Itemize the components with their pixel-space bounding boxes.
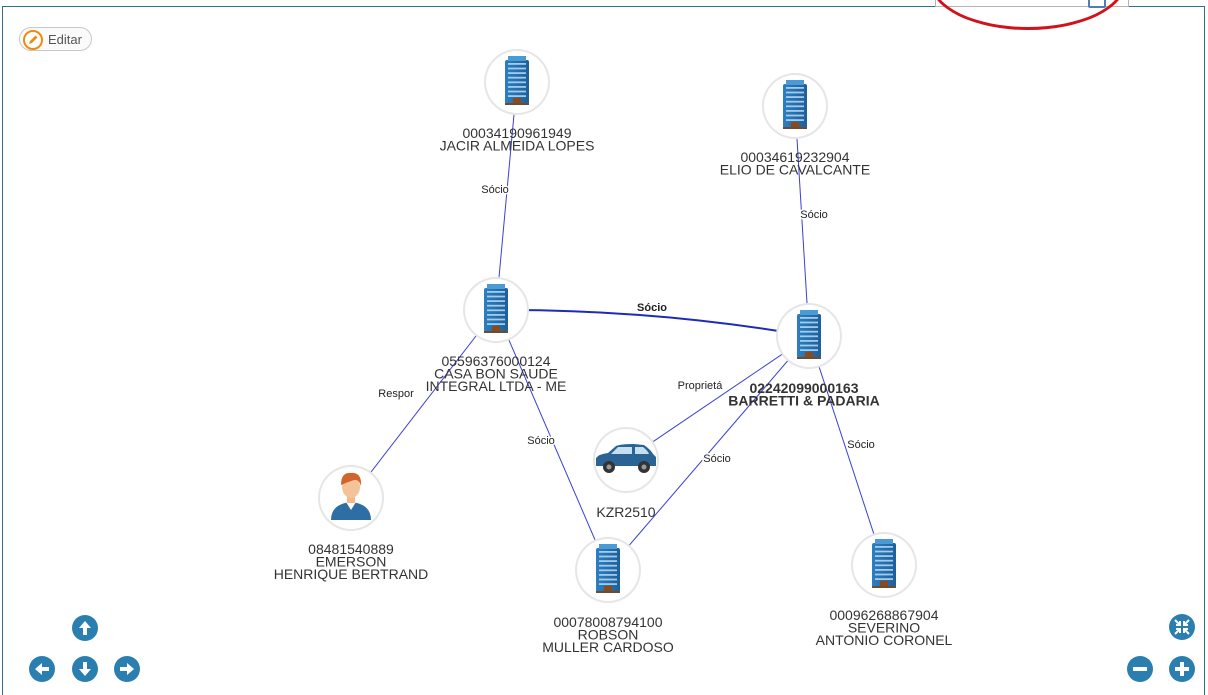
- edge-label: Sócio: [481, 184, 509, 196]
- graph-node-vehicle[interactable]: KZR2510: [593, 427, 659, 520]
- pan-left-button[interactable]: [29, 656, 55, 682]
- edge-label: Respor: [378, 388, 414, 400]
- arrow-up-icon: [79, 621, 91, 635]
- car-icon: [596, 444, 656, 473]
- node-label-line: 00078008794100: [553, 614, 662, 630]
- building-icon: [872, 539, 896, 588]
- edge-label: Proprietá: [678, 380, 724, 392]
- building-icon: [484, 284, 508, 333]
- graph-canvas-frame: [2, 6, 1205, 695]
- edit-button-label: Editar: [48, 32, 82, 47]
- pan-down-button[interactable]: [72, 656, 98, 682]
- pan-up-button[interactable]: [72, 615, 98, 641]
- pan-right-button[interactable]: [114, 656, 140, 682]
- node-label-line: 05596376000124: [441, 353, 550, 369]
- person-icon: [331, 472, 371, 520]
- node-label-line: ROBSON: [578, 627, 639, 643]
- edge-label: Sócio: [527, 435, 555, 447]
- node-label-line: ELIO DE CAVALCANTE: [720, 162, 870, 178]
- node-label-line: CASA BON SAUDE: [434, 366, 558, 382]
- building-icon: [596, 544, 620, 593]
- plus-icon: [1175, 662, 1189, 676]
- building-icon: [783, 80, 807, 129]
- node-label-line: SEVERINO: [848, 620, 920, 636]
- edge-n1-n3[interactable]: [495, 81, 518, 311]
- edge-n3-n7[interactable]: [495, 309, 609, 571]
- edit-button[interactable]: Editar: [19, 27, 92, 51]
- node-label-line: JACIR ALMEIDA LOPES: [440, 138, 595, 154]
- arrow-left-icon: [35, 663, 49, 675]
- edge-label: Sócio: [703, 453, 731, 465]
- node-label-line: 00034619232904: [740, 149, 849, 165]
- compress-icon: [1174, 619, 1190, 635]
- node-label-line: KZR2510: [596, 504, 655, 520]
- node-label-line: 00096268867904: [829, 607, 938, 623]
- minus-icon: [1133, 667, 1147, 671]
- edge-n3-n4[interactable]: [495, 308, 810, 337]
- edge-label: Sócio: [847, 439, 875, 451]
- edge-n2-n4[interactable]: [794, 105, 810, 337]
- building-icon: [505, 56, 529, 105]
- node-label-line: BARRETTI & PADARIA: [728, 393, 879, 409]
- pencil-icon: [23, 30, 43, 50]
- node-label-line: 00034190961949: [462, 125, 571, 141]
- node-label-line: ANTONIO CORONEL: [816, 632, 953, 648]
- edge-n4-n7[interactable]: [607, 335, 810, 571]
- arrow-down-icon: [79, 662, 91, 676]
- node-label-line: 08481540889: [308, 541, 394, 557]
- node-label-line: HENRIQUE BERTRAND: [274, 566, 429, 582]
- arrow-right-icon: [120, 663, 134, 675]
- zoom-out-button[interactable]: [1127, 656, 1153, 682]
- node-label-line: INTEGRAL LTDA - ME: [426, 378, 567, 394]
- building-icon: [797, 310, 821, 359]
- edge-label: Sócio: [637, 302, 667, 314]
- edge-n3-n5[interactable]: [350, 309, 497, 499]
- edge-label: Sócio: [800, 209, 828, 221]
- zoom-in-button[interactable]: [1169, 656, 1195, 682]
- node-label-line: EMERSON: [316, 554, 387, 570]
- node-label-line: MULLER CARDOSO: [542, 639, 674, 655]
- node-label-line: 02242099000163: [749, 380, 858, 396]
- fit-view-button[interactable]: [1169, 614, 1195, 640]
